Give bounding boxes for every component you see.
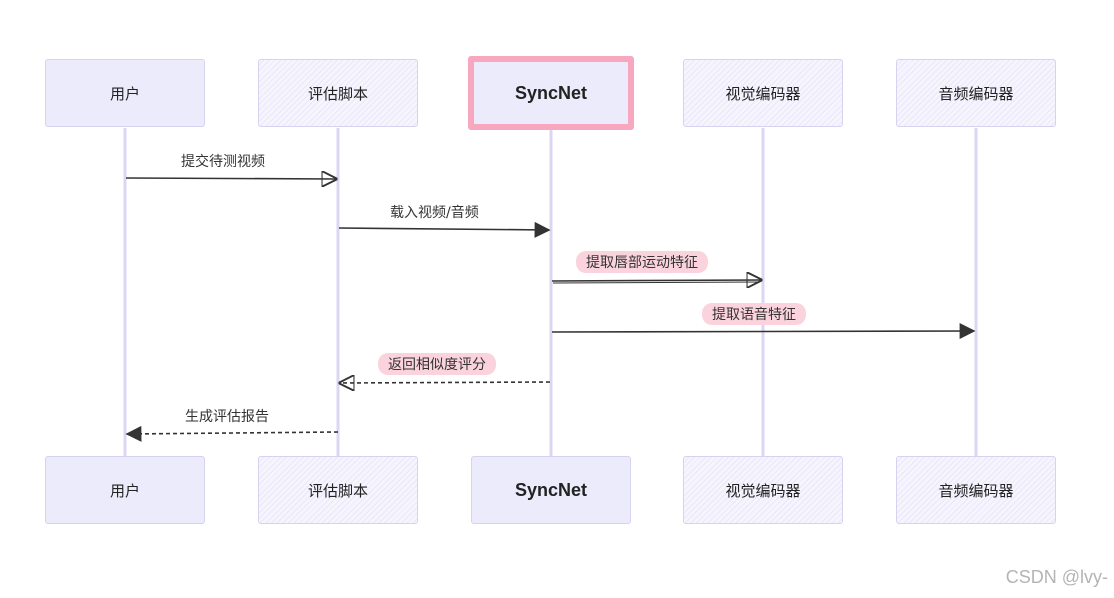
message-arrow-3-sketch (552, 281, 759, 284)
participant-syncnet-top: SyncNet (468, 56, 634, 130)
participant-user-bottom: 用户 (45, 456, 205, 524)
participant-label: 视觉编码器 (725, 84, 801, 103)
participant-label: 用户 (109, 84, 140, 103)
message-arrow-5 (340, 382, 551, 383)
participant-user-top: 用户 (45, 59, 205, 127)
message-arrow-4 (551, 323, 976, 340)
participant-visual-encoder-bottom: 视觉编码器 (683, 456, 843, 524)
participant-syncnet-bottom: SyncNet (471, 456, 631, 524)
participant-visual-encoder-top: 视觉编码器 (683, 59, 843, 127)
message-label-5: 返回相似度评分 (378, 353, 496, 375)
watermark: CSDN @lvy- (1005, 567, 1108, 587)
participant-label: 评估脚本 (307, 84, 368, 103)
participant-label: 用户 (109, 481, 140, 500)
message-label-4: 提取语音特征 (702, 303, 806, 325)
message-arrow-1 (125, 178, 336, 179)
message-arrow-6 (125, 425, 339, 442)
message-label-2: 载入视频/音频 (390, 205, 479, 221)
message-label-6: 生成评估报告 (185, 409, 269, 425)
message-label-1: 提交待测视频 (181, 154, 265, 170)
participant-label: 音频编码器 (938, 84, 1014, 103)
participant-label: SyncNet (514, 82, 588, 103)
message-arrow-3 (551, 280, 761, 281)
participant-label: 视觉编码器 (725, 481, 801, 500)
participant-eval-script-bottom: 评估脚本 (258, 456, 418, 524)
participant-audio-encoder-top: 音频编码器 (896, 59, 1056, 127)
participant-eval-script-top: 评估脚本 (258, 59, 418, 127)
participant-label: 音频编码器 (938, 481, 1014, 500)
participant-audio-encoder-bottom: 音频编码器 (896, 456, 1056, 524)
participant-label: 评估脚本 (307, 481, 368, 500)
participant-label: SyncNet (514, 479, 588, 500)
message-label-3: 提取唇部运动特征 (576, 251, 708, 273)
message-arrow-2 (338, 221, 551, 238)
